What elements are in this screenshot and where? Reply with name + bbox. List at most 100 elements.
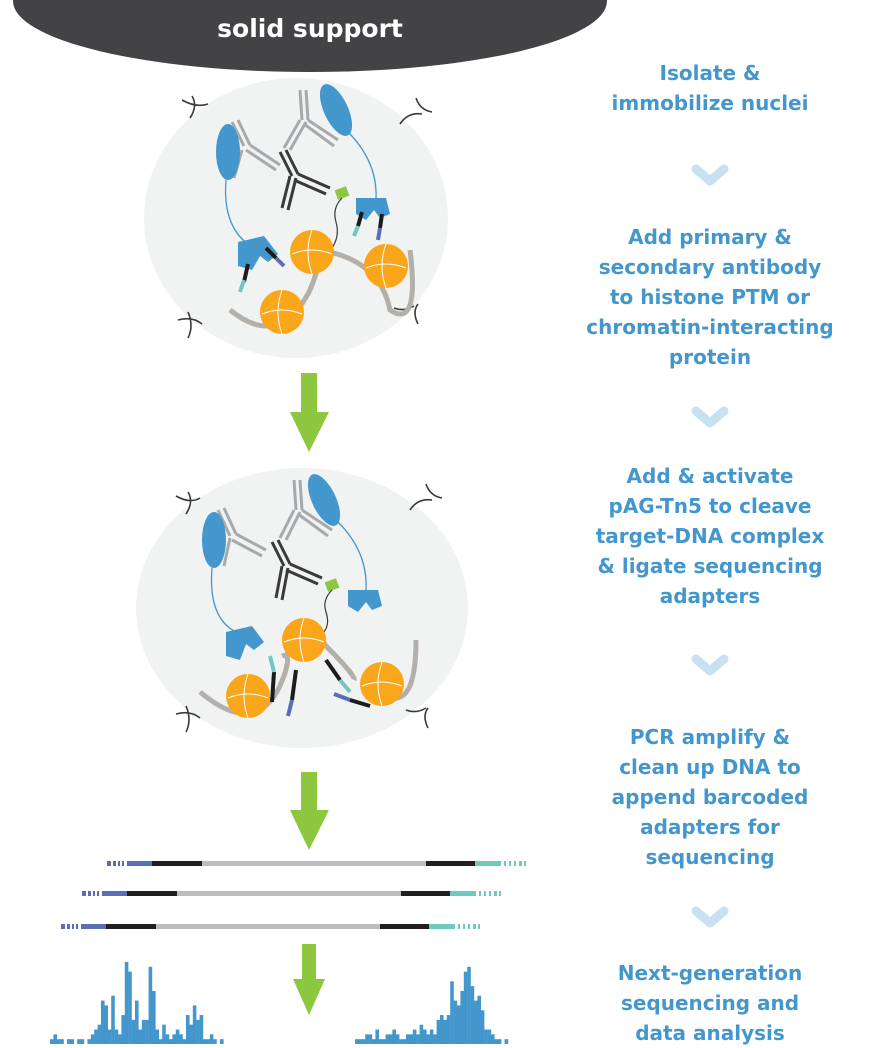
peak-bar: [484, 1029, 488, 1044]
peak-bar: [416, 1034, 420, 1044]
peak-bar: [101, 1000, 105, 1044]
tag-icon: [324, 578, 340, 592]
peak-bar: [128, 971, 132, 1044]
nucleus-illustration-1: [144, 78, 448, 358]
peak-bar: [406, 1034, 410, 1044]
peak-bar: [378, 1039, 383, 1044]
peak-bar: [450, 981, 454, 1044]
barcode-segment: [473, 924, 476, 929]
adapter-right-black: [380, 924, 429, 929]
adapter-left: [102, 891, 127, 896]
peak-bar: [107, 1029, 112, 1044]
peak-bar: [446, 1015, 451, 1044]
peak-bar: [474, 1000, 478, 1044]
peak-bar: [165, 1034, 170, 1044]
peak-track-chart: [50, 962, 509, 1044]
protein-ag-icon: [307, 474, 341, 526]
peak-bar: [56, 1039, 61, 1044]
peak-bar: [94, 1029, 98, 1044]
peak-bar: [182, 1039, 187, 1044]
peak-bar: [423, 1029, 427, 1044]
peak-bar: [470, 986, 475, 1044]
peak-bar: [60, 1039, 64, 1044]
peak-bar: [372, 1039, 376, 1044]
tag-icon: [334, 186, 350, 200]
peak-bar: [402, 1039, 407, 1044]
adapter-left-black: [127, 891, 177, 896]
peak-bar: [77, 1039, 81, 1044]
barcode-segment: [478, 924, 480, 929]
peak-bar: [158, 1039, 163, 1044]
peak-bar: [203, 1039, 207, 1044]
peak-bar: [497, 1039, 502, 1044]
peak-bar: [209, 1034, 214, 1044]
barcode-segment: [524, 861, 526, 866]
peak-bar: [453, 1000, 458, 1044]
secondary-antibody-icon: [270, 539, 323, 601]
peak-bar: [131, 1019, 136, 1044]
peak-bar: [145, 1019, 149, 1044]
peak-bar: [162, 1024, 166, 1044]
protein-ag-icon: [216, 124, 240, 180]
peak-bar: [213, 1039, 217, 1044]
peak-bar: [467, 966, 471, 1044]
barcode-segment: [489, 891, 491, 896]
peak-bar: [477, 995, 481, 1044]
peak-bar: [53, 1034, 57, 1044]
peak-bar: [155, 1029, 159, 1044]
peak-bar: [118, 1034, 122, 1044]
peak-bar: [135, 1000, 139, 1044]
barcode-segment: [463, 924, 465, 929]
peak-bar: [480, 1010, 485, 1044]
step-2: Add primary & secondary antibody to hist…: [586, 225, 834, 369]
down-arrow-icon: [290, 772, 329, 850]
barcode-segment: [458, 924, 460, 929]
peak-bar: [399, 1039, 403, 1044]
peak-bar: [196, 1019, 200, 1044]
peak-bar: [395, 1034, 400, 1044]
tn5-icon: [238, 198, 390, 293]
sequencing-read: [107, 861, 526, 866]
peak-bar: [412, 1029, 417, 1044]
peak-bar: [70, 1039, 74, 1044]
peak-bar: [368, 1034, 373, 1044]
nucleosome-icons: [198, 617, 419, 719]
peak-bar: [90, 1034, 95, 1044]
adapter-left-black: [152, 861, 202, 866]
peak-bar: [111, 995, 115, 1044]
peak-bar: [392, 1029, 396, 1044]
peak-bar: [433, 1034, 437, 1044]
peak-bar: [365, 1034, 369, 1044]
peak-bar: [457, 1005, 461, 1044]
step-3: Add & activate pAG-Tn5 to cleave target-…: [595, 464, 825, 608]
nuclear-pore-icons: [175, 483, 443, 733]
peak-bar: [385, 1034, 390, 1044]
peak-bar: [382, 1039, 386, 1044]
adapter-right: [450, 891, 476, 896]
peak-bar: [409, 1034, 413, 1044]
insert-dna: [156, 924, 380, 929]
peak-bar: [361, 1039, 366, 1044]
peak-bar: [148, 966, 153, 1044]
barcode-segment: [504, 861, 506, 866]
peak-bar: [491, 1034, 495, 1044]
peak-bar: [189, 1024, 193, 1044]
barcode-segment: [113, 861, 116, 866]
sequencing-reads: [61, 861, 526, 929]
barcode-segment: [93, 891, 95, 896]
barcode-segment: [61, 924, 65, 929]
peak-bar: [104, 1005, 108, 1044]
peak-bar: [87, 1039, 91, 1044]
adapter-left-black: [106, 924, 156, 929]
barcode-segment: [468, 924, 470, 929]
step-4: PCR amplify & clean up DNA to append bar…: [611, 725, 809, 869]
nucleus-illustration-2: [136, 468, 468, 748]
adapter-left: [127, 861, 152, 866]
nuclear-pore-icons: [177, 95, 433, 339]
barcode-segment: [97, 891, 99, 896]
barcode-segment: [72, 924, 74, 929]
peak-bar: [124, 962, 129, 1044]
peak-bar: [175, 1029, 180, 1044]
barcode-segment: [519, 861, 522, 866]
peak-bar: [460, 990, 464, 1044]
